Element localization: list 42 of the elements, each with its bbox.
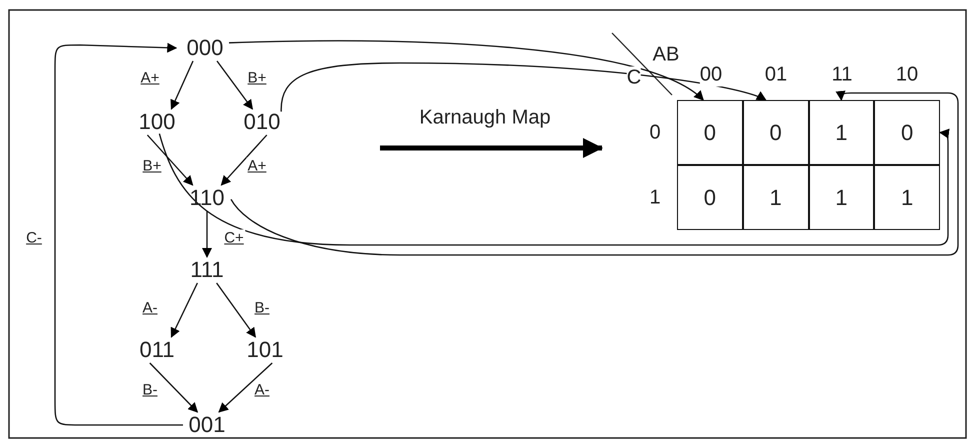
edge-label: C+ — [223, 230, 245, 246]
arrow — [170, 60, 194, 110]
edge-label: A+ — [140, 70, 160, 86]
edge-label: B- — [142, 382, 158, 398]
map-cell: 0 — [677, 165, 743, 230]
arrow — [230, 90, 959, 256]
map-title: Karnaugh Map — [419, 106, 551, 130]
map-cell: 1 — [808, 100, 874, 165]
state-label: 010 — [238, 109, 286, 135]
arrow — [146, 134, 194, 186]
state-label: 110 — [183, 185, 231, 211]
map-cell: 0 — [874, 100, 940, 165]
state-label: 111 — [183, 257, 231, 283]
arrow — [280, 62, 767, 112]
map-cell: 0 — [742, 100, 808, 165]
map-cell: 1 — [742, 165, 808, 230]
edge-label: B+ — [246, 70, 268, 86]
edge-label: B- — [254, 300, 270, 316]
state-label: 000 — [181, 35, 229, 61]
arrow — [54, 42, 183, 426]
arrow — [216, 60, 253, 110]
arrow — [218, 362, 273, 413]
state-label: 100 — [133, 109, 181, 135]
arrow — [220, 134, 268, 186]
map-cell: 0 — [677, 100, 743, 165]
map-cell: 1 — [874, 165, 940, 230]
edge-label: A+ — [246, 158, 268, 174]
state-label: 001 — [183, 412, 231, 438]
edge-label: C- — [25, 230, 43, 246]
edge-label: A- — [254, 382, 270, 398]
arrow — [228, 40, 704, 101]
arrow — [149, 362, 198, 413]
arrow — [202, 211, 212, 258]
edge-label: A- — [142, 300, 158, 316]
map-cell: 1 — [808, 165, 874, 230]
header-label: 00 — [700, 64, 722, 86]
arrow — [216, 282, 256, 338]
state-label: 011 — [133, 337, 181, 363]
edge-label: B+ — [142, 158, 162, 174]
arrow — [158, 128, 950, 246]
arrow — [170, 282, 198, 338]
state-label: 101 — [241, 337, 289, 363]
